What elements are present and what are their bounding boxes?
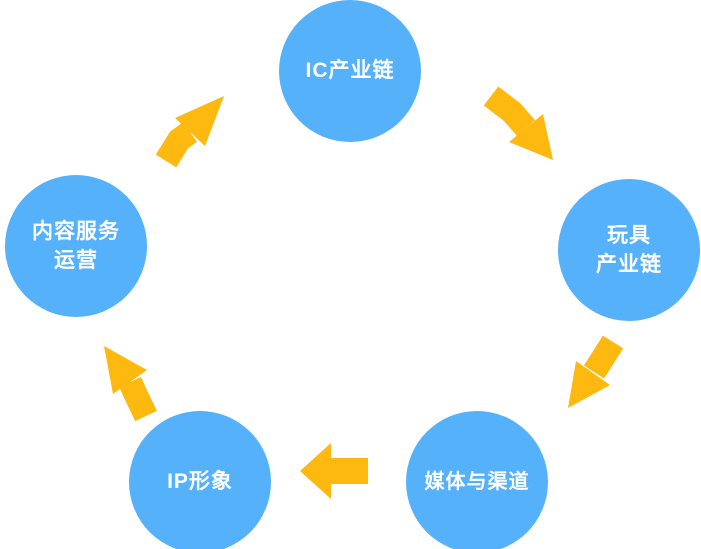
node-label: 运营 [54,249,98,272]
node-label: 内容服务 [32,219,120,243]
arrow-up-right-icon [155,96,224,168]
node-media-and-channels: 媒体与渠道 [406,411,548,549]
arrow-down-left-icon [568,335,624,408]
node-content-service-operation: 内容服务 运营 [5,175,147,317]
node-ic-industry-chain: IC产业链 [279,0,421,142]
node-ip-image: IP形象 [129,411,271,549]
arrow-left-icon [300,443,368,499]
node-label: 玩具 [607,223,651,247]
node-label: 产业链 [596,253,662,276]
node-label: IC产业链 [305,59,395,83]
node-label: IP形象 [167,470,233,494]
arrow-down-right-icon [483,86,553,160]
node-toy-industry-chain: 玩具 产业链 [558,179,700,321]
node-label: 媒体与渠道 [424,471,530,493]
arrow-up-left-icon [104,346,157,422]
